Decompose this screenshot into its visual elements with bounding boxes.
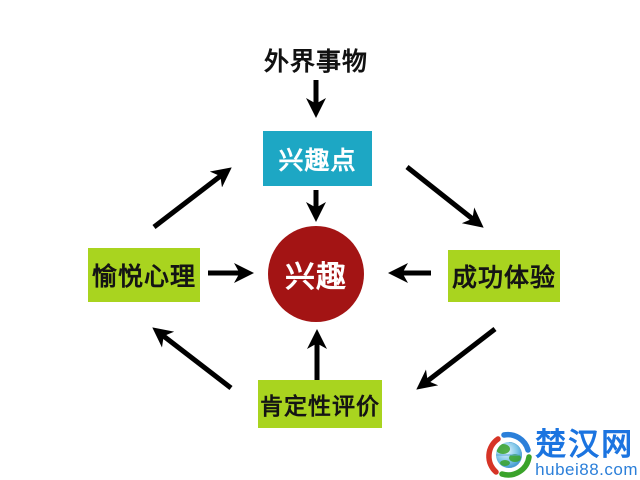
node-interest-point-label: 兴趣点	[278, 146, 357, 175]
globe-logo-icon	[486, 431, 532, 478]
node-pleasure: 愉悦心理	[88, 248, 200, 302]
node-pleasure-label: 愉悦心理	[91, 263, 196, 291]
node-interest-point: 兴趣点	[263, 131, 372, 186]
source-label: 外界事物	[263, 48, 368, 76]
site-url: hubei88.com	[535, 460, 638, 479]
node-evaluation-label: 肯定性评价	[260, 393, 380, 419]
site-name: 楚汉网	[535, 427, 635, 462]
arrow-pleasure-to-interest-point	[152, 167, 232, 229]
watermark-text: 楚汉网 hubei88.com	[535, 429, 638, 478]
arrow-interest-point-to-success	[405, 165, 484, 228]
node-success-label: 成功体验	[451, 264, 556, 292]
arrow-evaluation-to-pleasure	[152, 327, 233, 390]
node-success: 成功体验	[448, 250, 560, 302]
arrow-success-to-evaluation	[416, 327, 497, 390]
node-interest-label: 兴趣	[285, 261, 347, 294]
site-watermark: 楚汉网 hubei88.com	[485, 429, 638, 479]
node-interest: 兴趣	[268, 226, 364, 322]
node-evaluation: 肯定性评价	[258, 380, 382, 428]
